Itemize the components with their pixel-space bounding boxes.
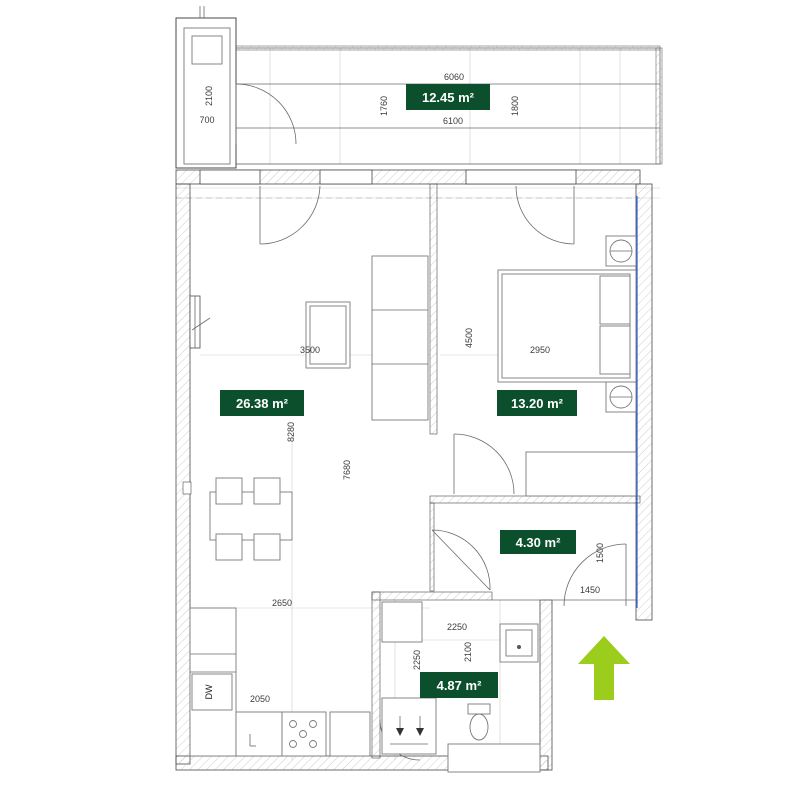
dim-1760: 1760 xyxy=(379,96,389,116)
area-hall: 4.30 m² xyxy=(516,535,561,550)
dim-8280: 8280 xyxy=(286,422,296,442)
badge-balcony: 12.45 m² xyxy=(406,84,490,110)
badge-bathroom: 4.87 m² xyxy=(420,672,498,698)
doors xyxy=(259,185,627,761)
dim-1800: 1800 xyxy=(510,96,520,116)
badge-bedroom: 13.20 m² xyxy=(497,390,577,416)
area-badges: 12.45 m² 26.38 m² 13.20 m² 4.30 m² 4.87 … xyxy=(220,84,577,698)
dim-2650: 2650 xyxy=(272,598,292,608)
badge-living-room: 26.38 m² xyxy=(220,390,304,416)
dishwasher-label: DW xyxy=(204,684,214,699)
dim-3500: 3500 xyxy=(300,345,320,355)
area-living-room: 26.38 m² xyxy=(236,396,289,411)
bedroom-furniture xyxy=(497,235,637,497)
dim-6100: 6100 xyxy=(443,116,463,126)
kitchen xyxy=(189,607,371,757)
entrance-arrow-icon xyxy=(578,636,630,700)
bathroom-fixtures xyxy=(381,601,541,773)
balcony-area xyxy=(175,6,663,169)
dim-7680: 7680 xyxy=(342,460,352,480)
dim-4500: 4500 xyxy=(464,328,474,348)
area-bedroom: 13.20 m² xyxy=(511,396,564,411)
area-balcony: 12.45 m² xyxy=(422,90,475,105)
dim-1450: 1450 xyxy=(580,585,600,595)
dim-2100-bathroom: 2100 xyxy=(463,642,473,662)
dim-2250-vertical: 2250 xyxy=(412,650,422,670)
area-bathroom: 4.87 m² xyxy=(437,678,482,693)
interior-walls xyxy=(371,183,641,759)
dim-2100-balcony: 2100 xyxy=(204,86,214,106)
dim-2950: 2950 xyxy=(530,345,550,355)
dim-700: 700 xyxy=(199,115,214,125)
dim-1500: 1500 xyxy=(595,543,605,563)
dim-2250-horizontal: 2250 xyxy=(447,622,467,632)
living-room-furniture xyxy=(209,255,429,561)
badge-hall: 4.30 m² xyxy=(500,530,576,554)
dimension-labels: 6060 6100 2100 700 1760 1800 3500 4500 2… xyxy=(199,72,605,704)
dim-6060: 6060 xyxy=(444,72,464,82)
dim-2050: 2050 xyxy=(250,694,270,704)
